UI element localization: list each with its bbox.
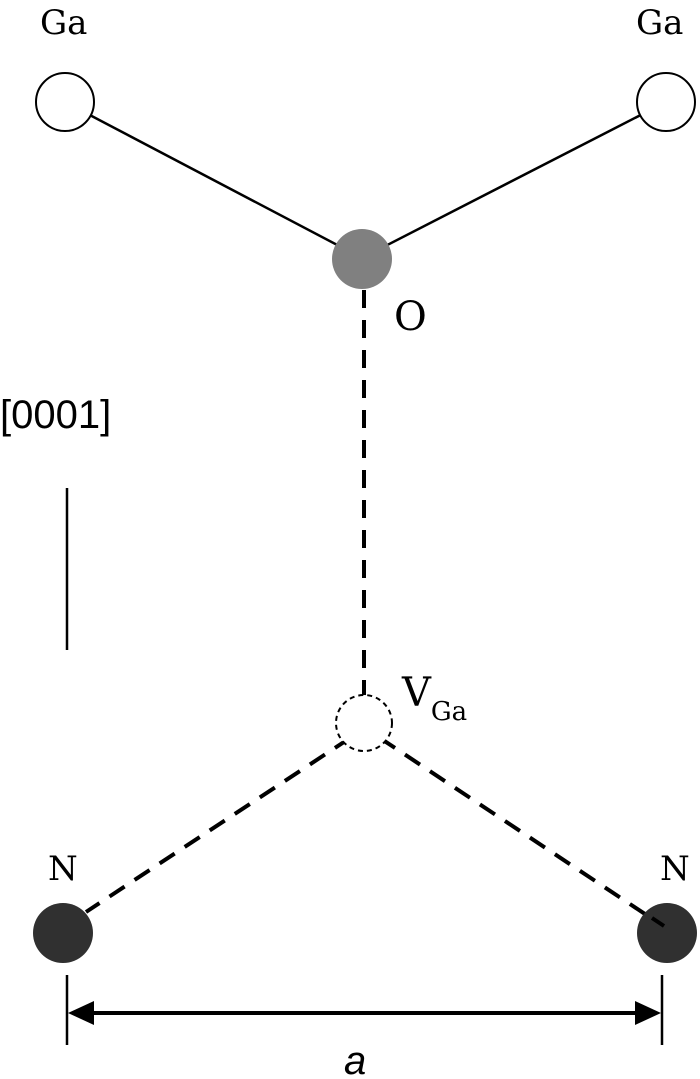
gallium-vacancy (335, 694, 393, 752)
bond-o-ga-left (64, 100, 363, 260)
bond-o-ga-right (361, 100, 667, 260)
bond-vacancy-n-left (84, 736, 352, 914)
dimension-arrowhead-left (68, 1001, 94, 1025)
ga-label-left: Ga (40, 3, 87, 43)
ga-atom-left (35, 72, 95, 132)
n-label-right: N (660, 849, 690, 889)
n-atom-right (637, 903, 697, 963)
oxygen-atom (332, 229, 392, 289)
dimension-arrowhead-right (635, 1001, 661, 1025)
n-atom-left (33, 903, 93, 963)
ga-label-right: Ga (636, 3, 683, 43)
vacancy-label-main: V (401, 670, 432, 716)
oxygen-label: O (394, 294, 427, 340)
vacancy-label: VGa (401, 670, 467, 727)
vacancy-label-subscript: Ga (431, 697, 467, 727)
direction-label: [0001] (0, 393, 111, 437)
ga-atom-right (636, 72, 696, 132)
bond-vacancy-n-right-tail (650, 916, 666, 928)
n-label-left: N (48, 849, 78, 889)
lattice-constant-label: a (344, 1039, 366, 1079)
bond-vacancy-n-right (378, 736, 662, 926)
